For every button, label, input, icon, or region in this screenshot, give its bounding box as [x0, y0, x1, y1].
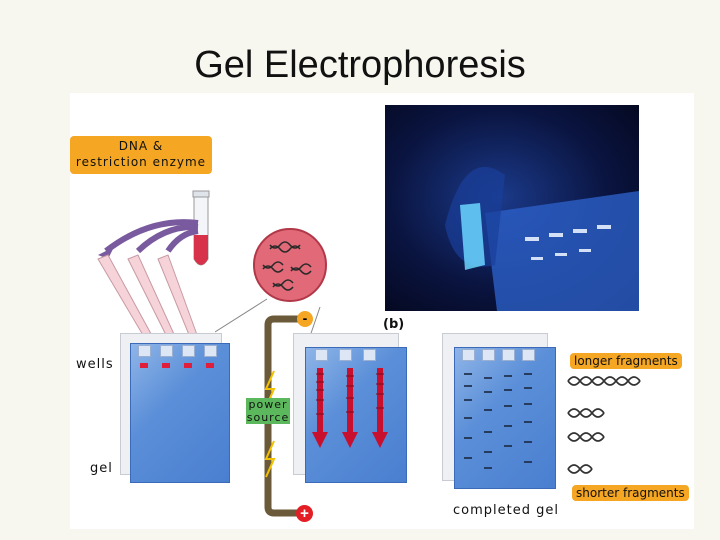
power-line2: source	[246, 411, 290, 424]
dna-helix-icon	[215, 228, 327, 346]
power-source-label: power source	[246, 398, 290, 424]
power-line1: power	[248, 398, 288, 411]
test-tube-icon	[192, 190, 210, 266]
plus-electrode: +	[296, 505, 313, 522]
minus-sign: -	[302, 310, 308, 326]
gel-label: gel	[90, 461, 113, 476]
dna-fragments-icon	[567, 376, 641, 474]
completed-gel	[442, 333, 557, 493]
panel-b-label: (b)	[383, 317, 405, 332]
loading-gel	[120, 333, 230, 483]
diagram-panel: DNA & restriction enzyme	[70, 93, 694, 529]
dna-label-line2: restriction enzyme	[75, 155, 207, 169]
slide-title: Gel Electrophoresis	[194, 44, 526, 86]
completed-gel-label: completed gel	[453, 503, 559, 518]
shorter-fragments-label: shorter fragments	[572, 485, 689, 501]
arrow-down-icon	[312, 368, 388, 448]
longer-fragments-label: longer fragments	[570, 353, 682, 369]
dna-restriction-label: DNA & restriction enzyme	[70, 136, 212, 174]
dna-label-line1: DNA &	[118, 139, 164, 153]
photo-content	[445, 166, 639, 311]
plus-sign: +	[300, 505, 309, 522]
wells-label: wells	[76, 357, 114, 372]
transfer-arrows-icon	[98, 219, 199, 259]
gel-photo	[385, 105, 639, 311]
minus-electrode: -	[297, 311, 313, 327]
